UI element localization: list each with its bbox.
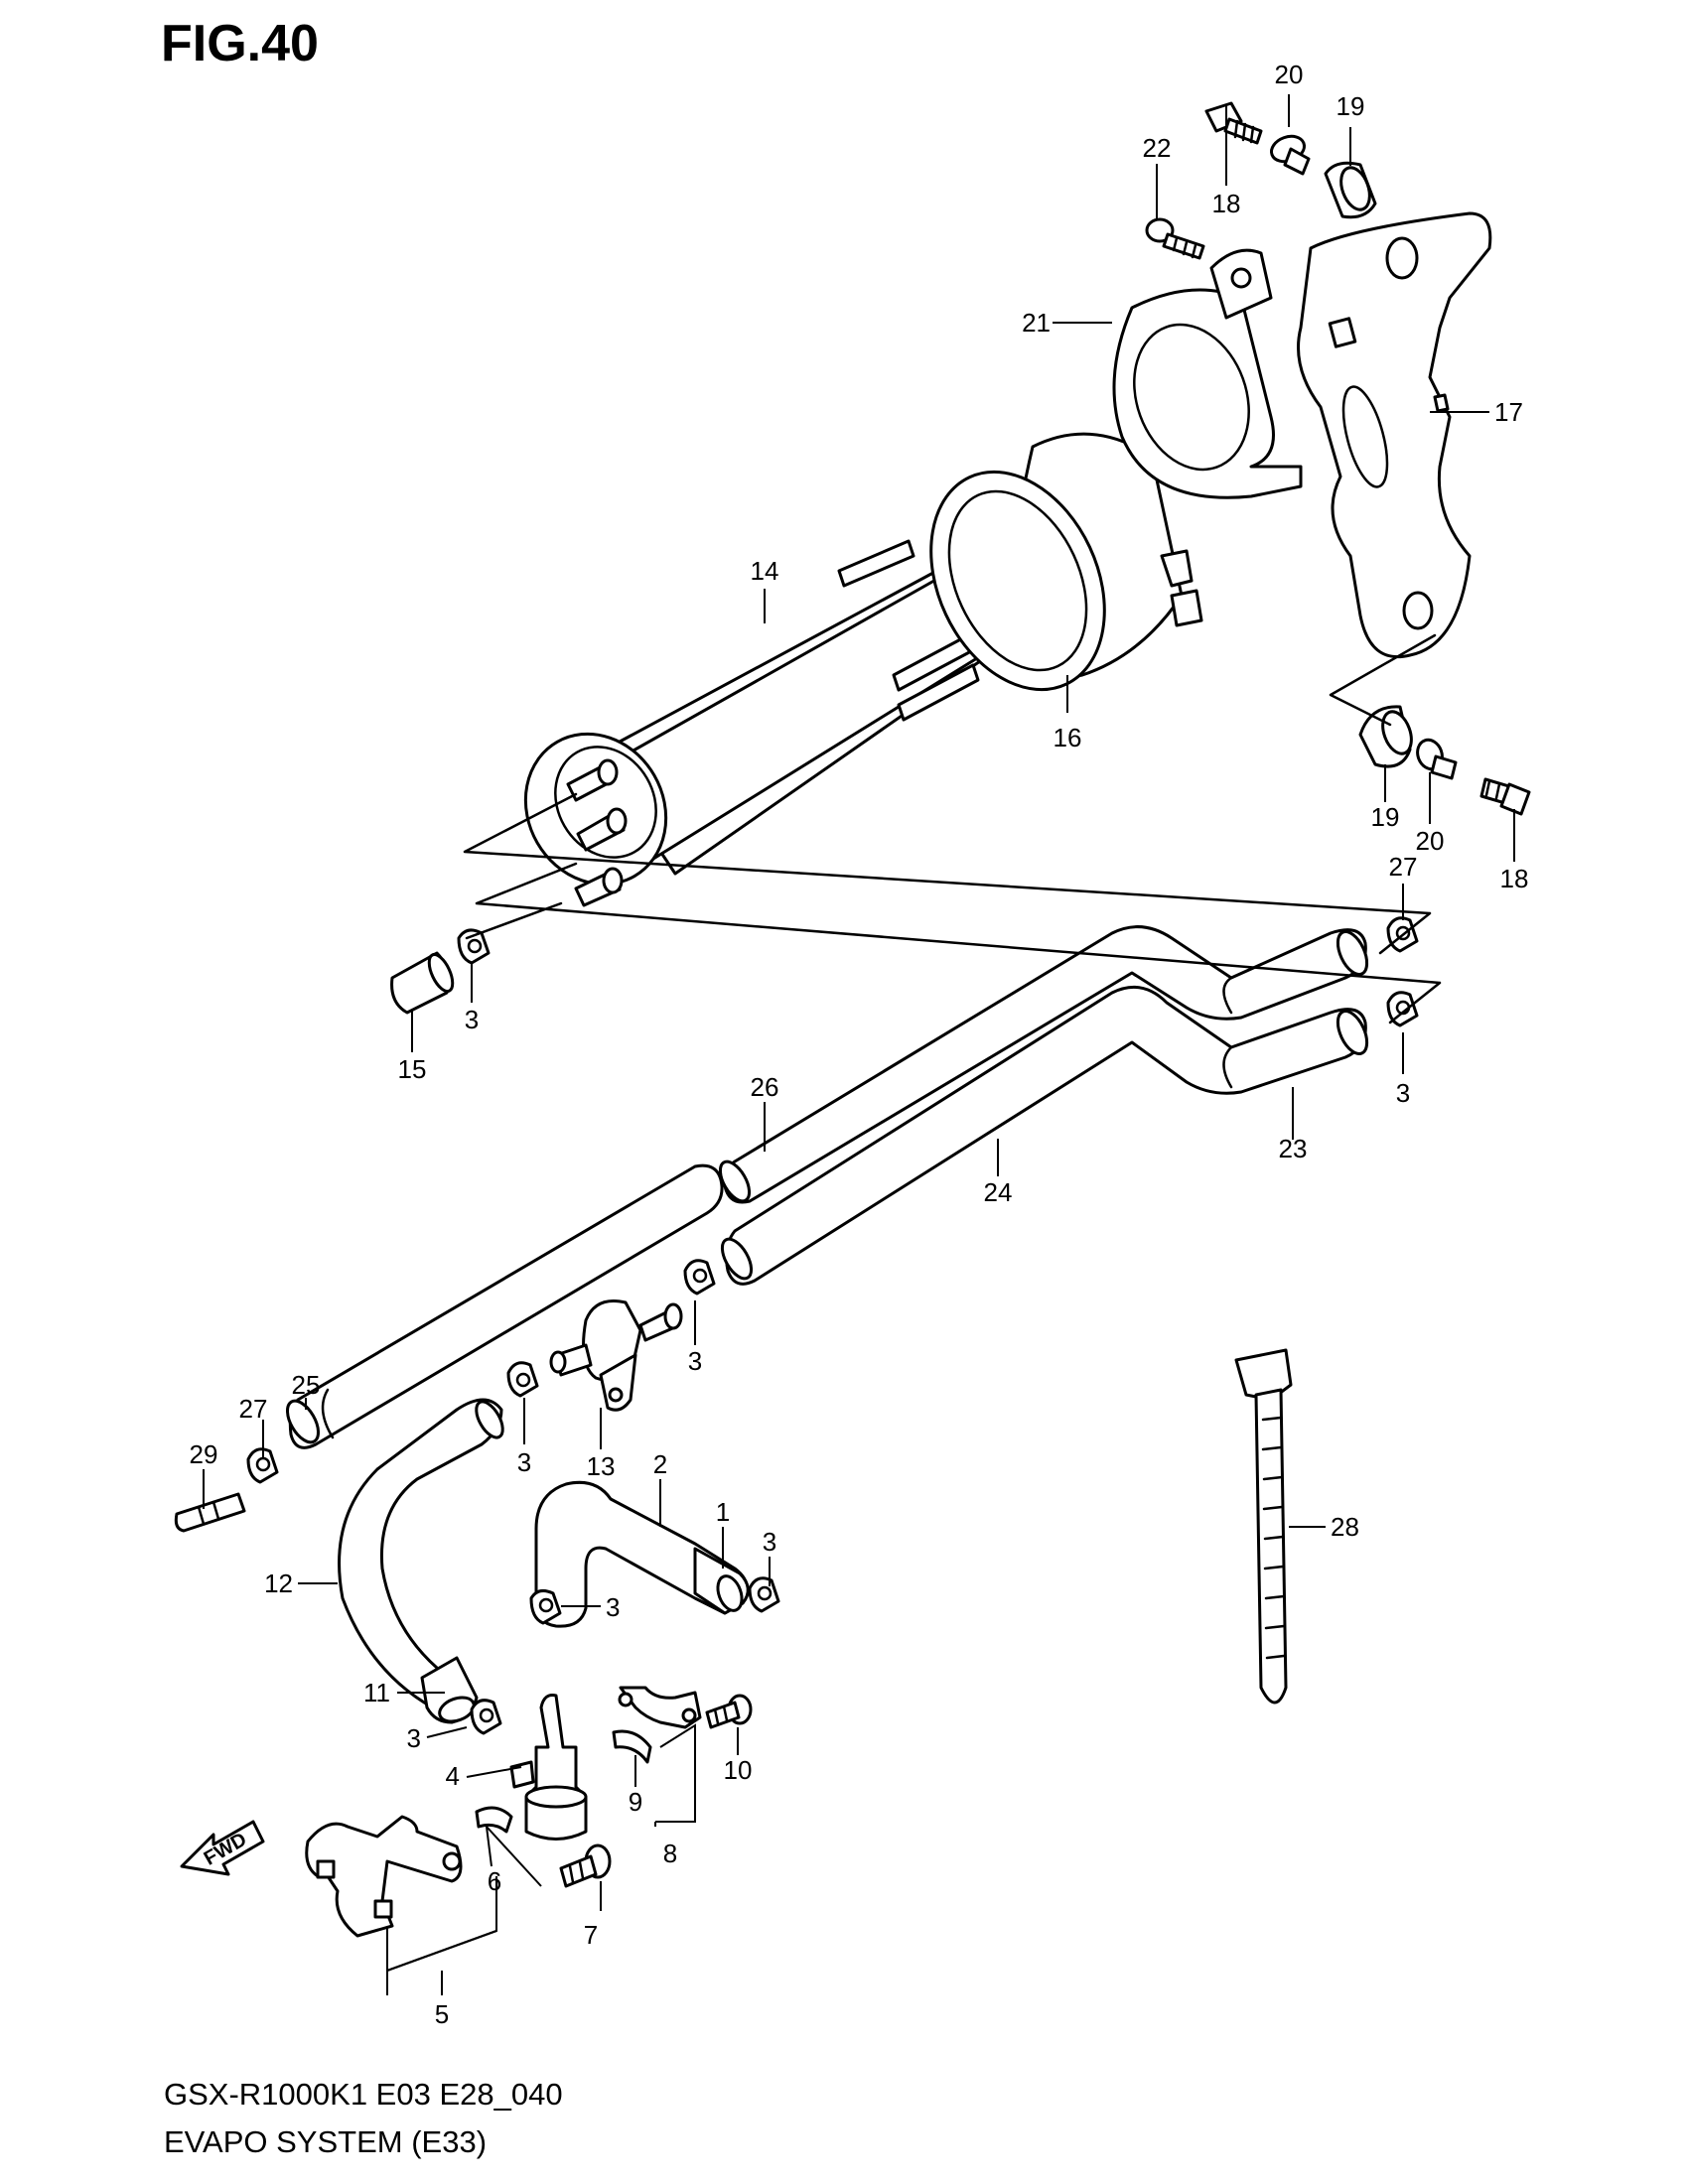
callout-20-top: 20 bbox=[1275, 60, 1304, 89]
clamp-part-3-d[interactable] bbox=[506, 1361, 539, 1398]
callout-2: 2 bbox=[653, 1449, 667, 1479]
hose-part-12[interactable] bbox=[338, 1398, 508, 1714]
bracket-part-17[interactable] bbox=[1297, 211, 1492, 659]
callout-3-right: 3 bbox=[1396, 1078, 1410, 1108]
callout-14: 14 bbox=[751, 556, 779, 586]
grommet-part-19-top[interactable] bbox=[1324, 161, 1377, 219]
callout-3-top: 3 bbox=[465, 1005, 479, 1034]
collar-part-20-top[interactable] bbox=[1268, 132, 1311, 176]
callout-18-right: 18 bbox=[1500, 864, 1529, 893]
callout-26: 26 bbox=[751, 1072, 779, 1102]
clamp-part-3-e[interactable] bbox=[748, 1576, 780, 1613]
callout-16: 16 bbox=[1054, 723, 1082, 752]
hose-end-part-11[interactable] bbox=[420, 1656, 479, 1725]
cable-tie-part-28[interactable] bbox=[1234, 1348, 1293, 1705]
hose-part-25[interactable] bbox=[281, 1163, 724, 1449]
clamp-part-3-g[interactable] bbox=[470, 1699, 502, 1735]
bolt-part-18-top[interactable] bbox=[1204, 101, 1263, 145]
callout-8: 8 bbox=[663, 1839, 677, 1868]
callout-19-right: 19 bbox=[1371, 802, 1400, 832]
callout-13: 13 bbox=[587, 1451, 616, 1481]
figure-title: FIG.40 bbox=[161, 15, 319, 72]
callout-15: 15 bbox=[398, 1054, 427, 1084]
callout-28: 28 bbox=[1331, 1512, 1359, 1542]
callout-27-left: 27 bbox=[239, 1394, 268, 1424]
clamp-part-3-f[interactable] bbox=[529, 1588, 562, 1625]
callout-27-right: 27 bbox=[1389, 852, 1418, 882]
hose-piece-part-15[interactable] bbox=[390, 951, 458, 1015]
callout-12: 12 bbox=[264, 1569, 293, 1598]
callout-6: 6 bbox=[488, 1866, 501, 1896]
callout-24: 24 bbox=[984, 1177, 1013, 1207]
callout-29: 29 bbox=[190, 1439, 218, 1469]
callout-25: 25 bbox=[292, 1370, 321, 1400]
model-code: GSX-R1000K1 E03 E28_040 bbox=[164, 2077, 563, 2112]
callout-18-top: 18 bbox=[1212, 189, 1241, 218]
fitting-part-29[interactable] bbox=[174, 1492, 246, 1533]
hose-end-part-1[interactable] bbox=[693, 1547, 750, 1615]
hose-part-23-24[interactable] bbox=[716, 985, 1372, 1286]
callout-11: 11 bbox=[363, 1678, 390, 1707]
callout-17: 17 bbox=[1494, 397, 1523, 427]
canister-cap-part-16[interactable] bbox=[898, 432, 1203, 718]
canister-nozzles bbox=[566, 758, 628, 907]
grommet-part-19-right[interactable] bbox=[1358, 705, 1417, 768]
callout-3-valve: 3 bbox=[517, 1447, 531, 1477]
callout-10: 10 bbox=[724, 1755, 753, 1785]
screw-part-7[interactable] bbox=[559, 1843, 612, 1888]
callout-5: 5 bbox=[435, 1999, 449, 2029]
screw-part-10[interactable] bbox=[705, 1694, 753, 1729]
callout-21: 21 bbox=[1022, 308, 1051, 338]
joint-part-4[interactable] bbox=[509, 1694, 588, 1841]
clamp-part-27-b[interactable] bbox=[246, 1447, 279, 1484]
reference-lines bbox=[463, 633, 1442, 1024]
callout-3-hose2: 3 bbox=[763, 1527, 776, 1557]
clamp-part-3-c[interactable] bbox=[683, 1259, 716, 1296]
callout-19-top: 19 bbox=[1336, 91, 1365, 121]
callout-20-right: 20 bbox=[1416, 826, 1445, 856]
callout-3-low: 3 bbox=[407, 1723, 421, 1753]
collar-part-20-right[interactable] bbox=[1414, 737, 1458, 780]
clamp-piece-part-6[interactable] bbox=[475, 1806, 513, 1834]
callout-23: 23 bbox=[1279, 1134, 1308, 1163]
callout-4: 4 bbox=[446, 1761, 460, 1791]
clamp-piece-part-9[interactable] bbox=[612, 1729, 652, 1764]
callout-1: 1 bbox=[716, 1497, 730, 1527]
leader-part-5 bbox=[386, 1876, 497, 1995]
hose-part-26[interactable] bbox=[714, 925, 1372, 1206]
callout-3-joint: 3 bbox=[606, 1592, 620, 1622]
callout-22: 22 bbox=[1143, 133, 1172, 163]
clamp-band-part-21[interactable] bbox=[1112, 248, 1303, 499]
bolt-part-18-right[interactable] bbox=[1479, 777, 1531, 816]
system-name: EVAPO SYSTEM (E33) bbox=[164, 2124, 488, 2159]
callout-9: 9 bbox=[629, 1787, 642, 1817]
valve-part-13[interactable] bbox=[549, 1299, 683, 1412]
canister-part-14[interactable] bbox=[498, 539, 1005, 910]
fwd-arrow-icon: FWD bbox=[180, 1820, 265, 1876]
clamp-bracket-part-8[interactable] bbox=[618, 1686, 702, 1729]
callout-labels: 14 16 21 17 18 20 19 22 19 20 18 27 3 23… bbox=[190, 60, 1529, 2029]
screw-part-22[interactable] bbox=[1145, 217, 1205, 260]
clamp-bracket-part-5[interactable] bbox=[305, 1815, 463, 1938]
callout-7: 7 bbox=[584, 1920, 598, 1950]
callout-3-mid: 3 bbox=[688, 1346, 702, 1376]
